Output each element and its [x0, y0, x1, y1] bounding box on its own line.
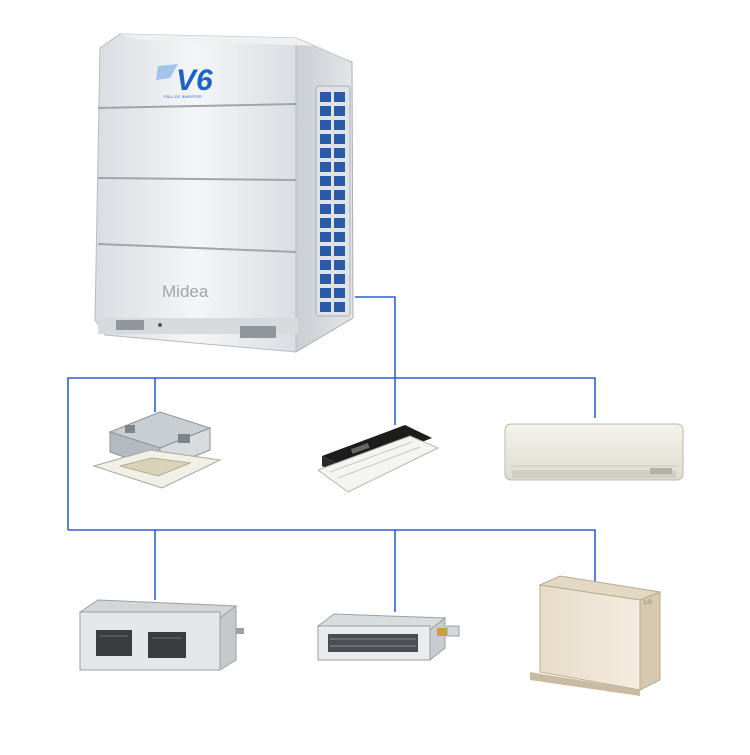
one-way-cassette-unit — [316, 425, 440, 493]
grille-slot — [334, 288, 345, 298]
main-pipe — [355, 296, 396, 425]
outdoor-unit: V6 FULL DC INVERTER Midea — [94, 33, 354, 353]
grille-slot — [320, 162, 331, 172]
four-way-cassette-unit — [92, 411, 222, 489]
grille-slot — [320, 106, 331, 116]
grille-slot — [320, 232, 331, 242]
grille-slot — [334, 106, 345, 116]
grille-slot — [320, 148, 331, 158]
outdoor-unit-grille — [315, 85, 351, 317]
grille-slot — [334, 204, 345, 214]
badge-subtext: FULL DC INVERTER — [164, 94, 202, 99]
grille-slot — [334, 162, 345, 172]
floor-standing-unit: LG — [530, 575, 662, 696]
slim-duct-unit — [316, 613, 460, 662]
wall-mounted-unit — [504, 423, 684, 481]
series-badge-text: V6 — [176, 64, 213, 97]
grille-slot — [334, 274, 345, 284]
grille-slot — [320, 204, 331, 214]
grille-slot — [334, 148, 345, 158]
grille-slot — [334, 302, 345, 312]
grille-slot — [320, 274, 331, 284]
grille-slot — [334, 120, 345, 130]
grille-slot — [320, 218, 331, 228]
upper-branch-pipe — [67, 377, 596, 530]
grille-slot — [320, 260, 331, 270]
grille-slot — [334, 260, 345, 270]
grille-slot — [320, 120, 331, 130]
grille-slot — [334, 134, 345, 144]
grille-slot — [334, 218, 345, 228]
grille-slot — [320, 288, 331, 298]
grille-slot — [334, 92, 345, 102]
grille-slot — [334, 246, 345, 256]
grille-slot — [320, 176, 331, 186]
grille-slot — [320, 92, 331, 102]
grille-slot — [320, 246, 331, 256]
grille-slot — [320, 190, 331, 200]
grille-slot — [320, 134, 331, 144]
grille-slot — [334, 190, 345, 200]
floor-unit-marking: LG — [644, 600, 652, 606]
brand-logo: Midea — [162, 282, 209, 301]
high-static-duct-unit — [78, 599, 244, 671]
grille-slot — [320, 302, 331, 312]
grille-slot — [334, 176, 345, 186]
piping-lines — [67, 296, 596, 612]
grille-slot — [334, 232, 345, 242]
lower-branch-pipe — [68, 529, 596, 585]
series-badge: V6 FULL DC INVERTER — [156, 64, 213, 99]
